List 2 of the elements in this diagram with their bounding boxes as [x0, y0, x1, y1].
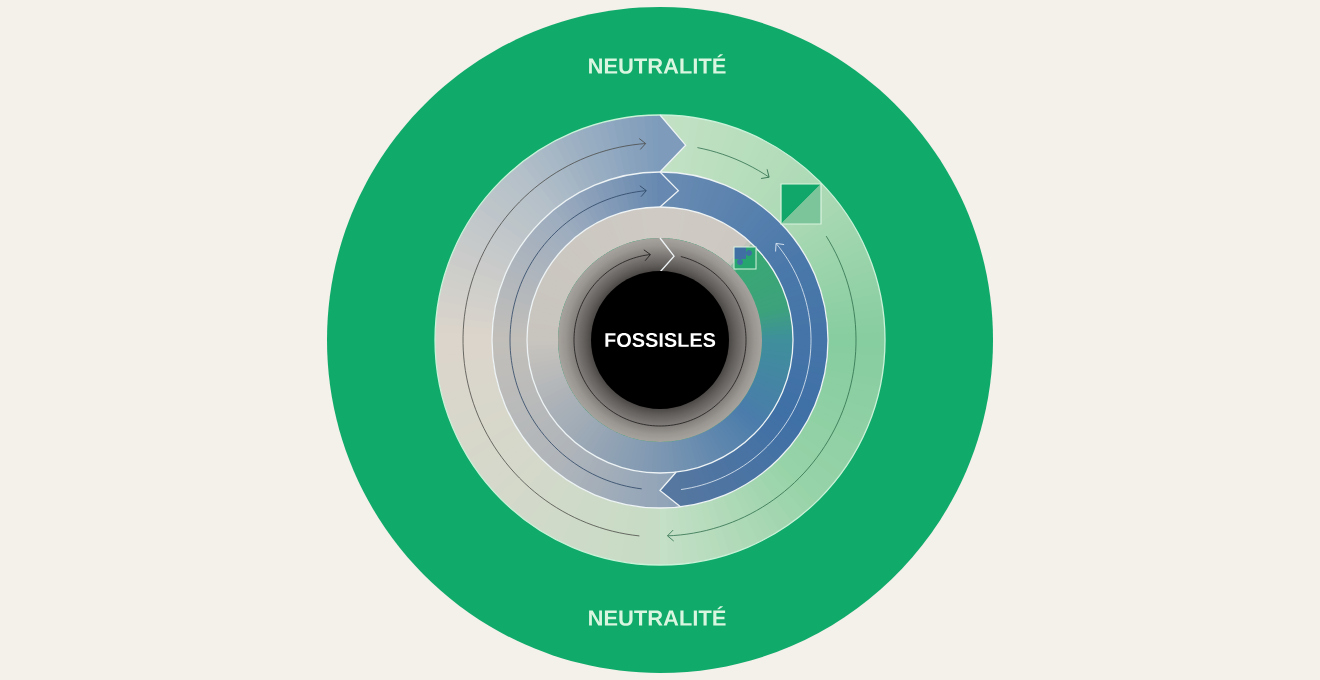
zone-label: NEUTRALITÉ: [589, 606, 726, 626]
zone-label: NEUTRALITÉ: [589, 54, 726, 74]
